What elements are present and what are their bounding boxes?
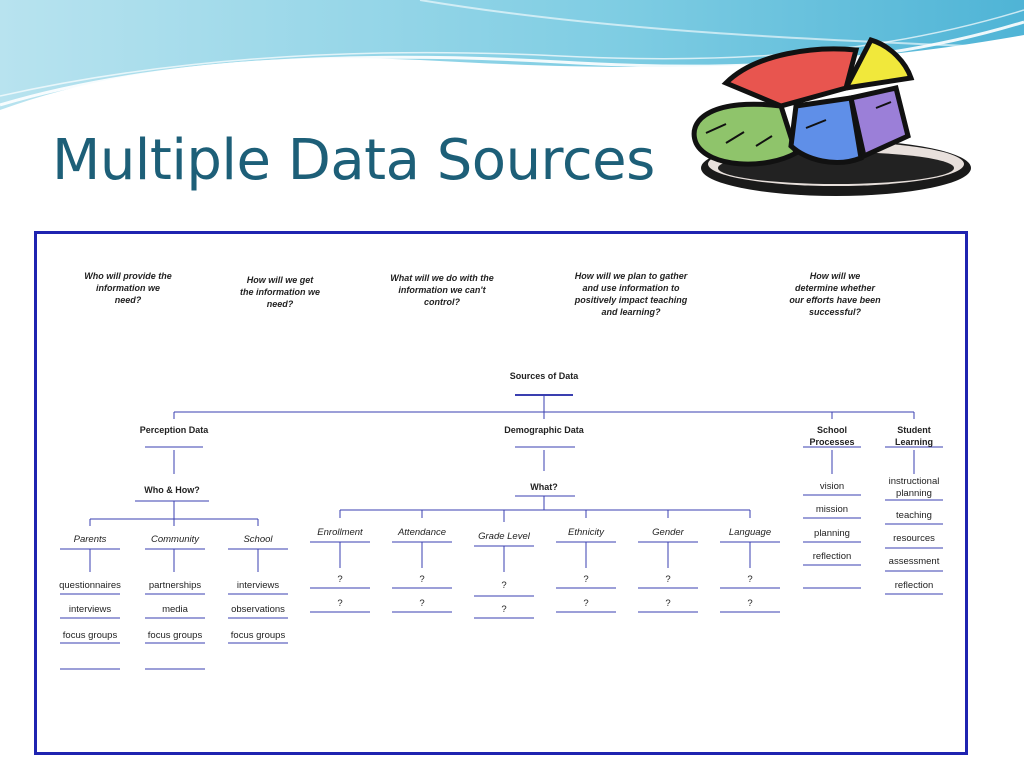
list-item: ?	[337, 598, 343, 609]
list-item: interviews	[236, 580, 280, 591]
list-item: interviews	[68, 604, 112, 615]
perception-data-node: Perception Data	[139, 425, 209, 435]
list-item: questionnaires	[59, 580, 121, 591]
list-item: planning	[814, 528, 850, 539]
group-enrollment: Enrollment	[317, 527, 363, 538]
group-parents: Parents	[73, 534, 107, 545]
list-item: reflection	[812, 551, 852, 562]
question-cant-control: What will we do with the information we …	[390, 273, 494, 307]
group-attendance: Attendance	[397, 527, 447, 538]
list-item: ?	[583, 598, 589, 609]
list-item: focus groups	[62, 630, 118, 641]
demographic-data-node: Demographic Data	[504, 425, 584, 435]
list-item: mission	[815, 504, 849, 515]
pie-chart-icon	[691, 37, 971, 196]
list-item: observations	[231, 604, 285, 615]
list-item: focus groups	[230, 630, 286, 641]
list-item: resources	[893, 533, 935, 544]
list-item: ?	[419, 574, 425, 585]
who-how-node: Who & How?	[144, 485, 200, 495]
question-who: Who will provide the information we need…	[84, 271, 172, 305]
question-how-get: How will we get the information we need?	[240, 275, 321, 309]
list-item: focus groups	[147, 630, 203, 641]
list-item: ?	[747, 574, 753, 585]
group-school: School	[243, 534, 273, 545]
group-community: Community	[150, 534, 200, 545]
list-item: media	[162, 604, 188, 615]
what-node: What?	[530, 482, 558, 492]
page-title: Multiple Data Sources	[52, 128, 655, 193]
group-ethnicity: Ethnicity	[568, 527, 604, 538]
list-item: teaching	[896, 510, 932, 521]
question-plan: How will we plan to gather and use infor…	[574, 271, 688, 317]
question-success: How will we determine whether our effort…	[789, 271, 881, 317]
group-language: Language	[728, 527, 772, 538]
list-item: assessment	[888, 556, 940, 567]
student-learning-node: Student Learning	[894, 425, 933, 447]
diagram-frame: Who will provide the information we need…	[34, 231, 968, 755]
list-item: ?	[501, 604, 507, 615]
list-item: ?	[747, 598, 753, 609]
root-node: Sources of Data	[509, 371, 579, 381]
list-item: ?	[501, 580, 507, 591]
list-item: partnerships	[148, 580, 202, 591]
school-processes-node: School Processes	[809, 425, 855, 447]
list-item: ?	[665, 598, 671, 609]
list-item: reflection	[894, 580, 934, 591]
list-item: vision	[819, 481, 845, 492]
group-gender: Gender	[652, 527, 684, 538]
tree-connectors	[60, 394, 943, 670]
list-item: ?	[665, 574, 671, 585]
list-item: ?	[337, 574, 343, 585]
group-grade-level: Grade Level	[478, 531, 530, 542]
list-item: ?	[583, 574, 589, 585]
list-item: instructional planning	[888, 476, 940, 499]
list-item: ?	[419, 598, 425, 609]
